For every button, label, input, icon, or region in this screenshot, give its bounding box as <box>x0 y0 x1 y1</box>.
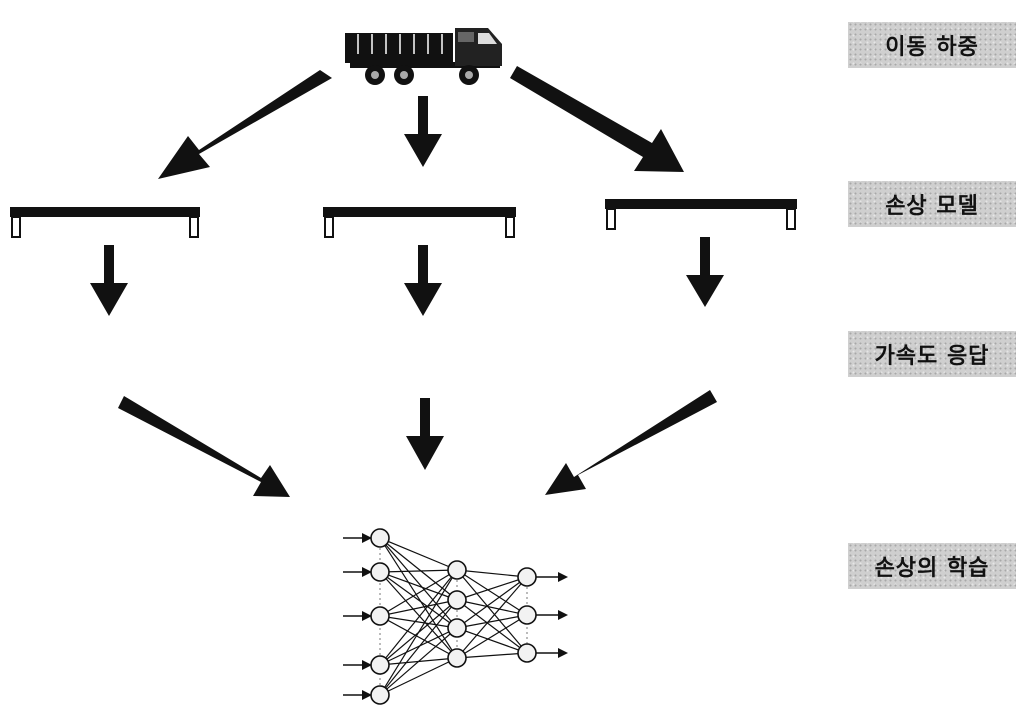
label-moving-load: 이동 하중 <box>848 22 1016 68</box>
nn-connection <box>379 569 458 666</box>
nn-node <box>370 606 390 626</box>
nn-connection <box>456 627 528 654</box>
nn-node <box>517 567 537 587</box>
arrow-truck-to-right-beam <box>510 66 684 172</box>
nn-connection <box>379 537 458 571</box>
arrow-truck-to-left-beam <box>158 70 332 179</box>
arrow-right-beam-down <box>686 237 724 307</box>
simply-supported-beam-icon <box>323 207 516 238</box>
nn-connection <box>456 569 528 654</box>
arrow-left-beam-down <box>90 245 128 316</box>
nn-connection <box>379 627 458 696</box>
arrow-left-response-to-learning <box>118 396 290 497</box>
nn-connection <box>379 657 458 696</box>
nn-node <box>370 655 390 675</box>
nn-connection <box>456 599 528 616</box>
nn-connection <box>456 576 528 601</box>
nn-connection <box>456 614 528 629</box>
nn-node <box>370 685 390 705</box>
nn-node <box>447 618 467 638</box>
truck-icon <box>345 28 502 85</box>
nn-connection <box>379 571 458 659</box>
nn-connection <box>379 615 458 629</box>
neural-network-icon <box>343 528 568 705</box>
simply-supported-beam-icon <box>605 199 797 230</box>
nn-connection <box>379 537 458 601</box>
nn-connection <box>379 571 458 629</box>
arrow-middle-response-to-learning <box>406 398 444 470</box>
label-damage-learning: 손상의 학습 <box>848 543 1016 589</box>
nn-node <box>517 605 537 625</box>
nn-connection <box>379 599 458 696</box>
nn-node <box>370 562 390 582</box>
nn-connection <box>379 599 458 617</box>
nn-connection <box>379 569 458 573</box>
nn-connection <box>379 627 458 666</box>
arrow-right-response-to-learning <box>545 390 717 495</box>
nn-node <box>447 648 467 668</box>
nn-connection <box>456 576 528 629</box>
arrow-truck-to-middle-beam <box>404 96 442 167</box>
label-damage-model: 손상 모델 <box>848 181 1016 227</box>
nn-node <box>447 590 467 610</box>
nn-connection <box>379 537 458 659</box>
nn-connection <box>456 614 528 659</box>
nn-node <box>447 560 467 580</box>
nn-connection <box>379 569 458 696</box>
simply-supported-beam-icon <box>10 207 200 238</box>
arrow-middle-beam-down <box>404 245 442 316</box>
nn-node <box>517 643 537 663</box>
label-acceleration-response: 가속도 응답 <box>848 331 1016 377</box>
nn-connection <box>456 576 528 659</box>
nn-connection <box>456 569 528 616</box>
nn-connection <box>379 537 458 629</box>
nn-connection <box>456 599 528 654</box>
nn-connection <box>379 571 458 601</box>
nn-connection <box>456 569 528 578</box>
nn-node <box>370 528 390 548</box>
nn-connection <box>456 652 528 659</box>
nn-connection <box>379 615 458 659</box>
nn-connection <box>379 569 458 617</box>
